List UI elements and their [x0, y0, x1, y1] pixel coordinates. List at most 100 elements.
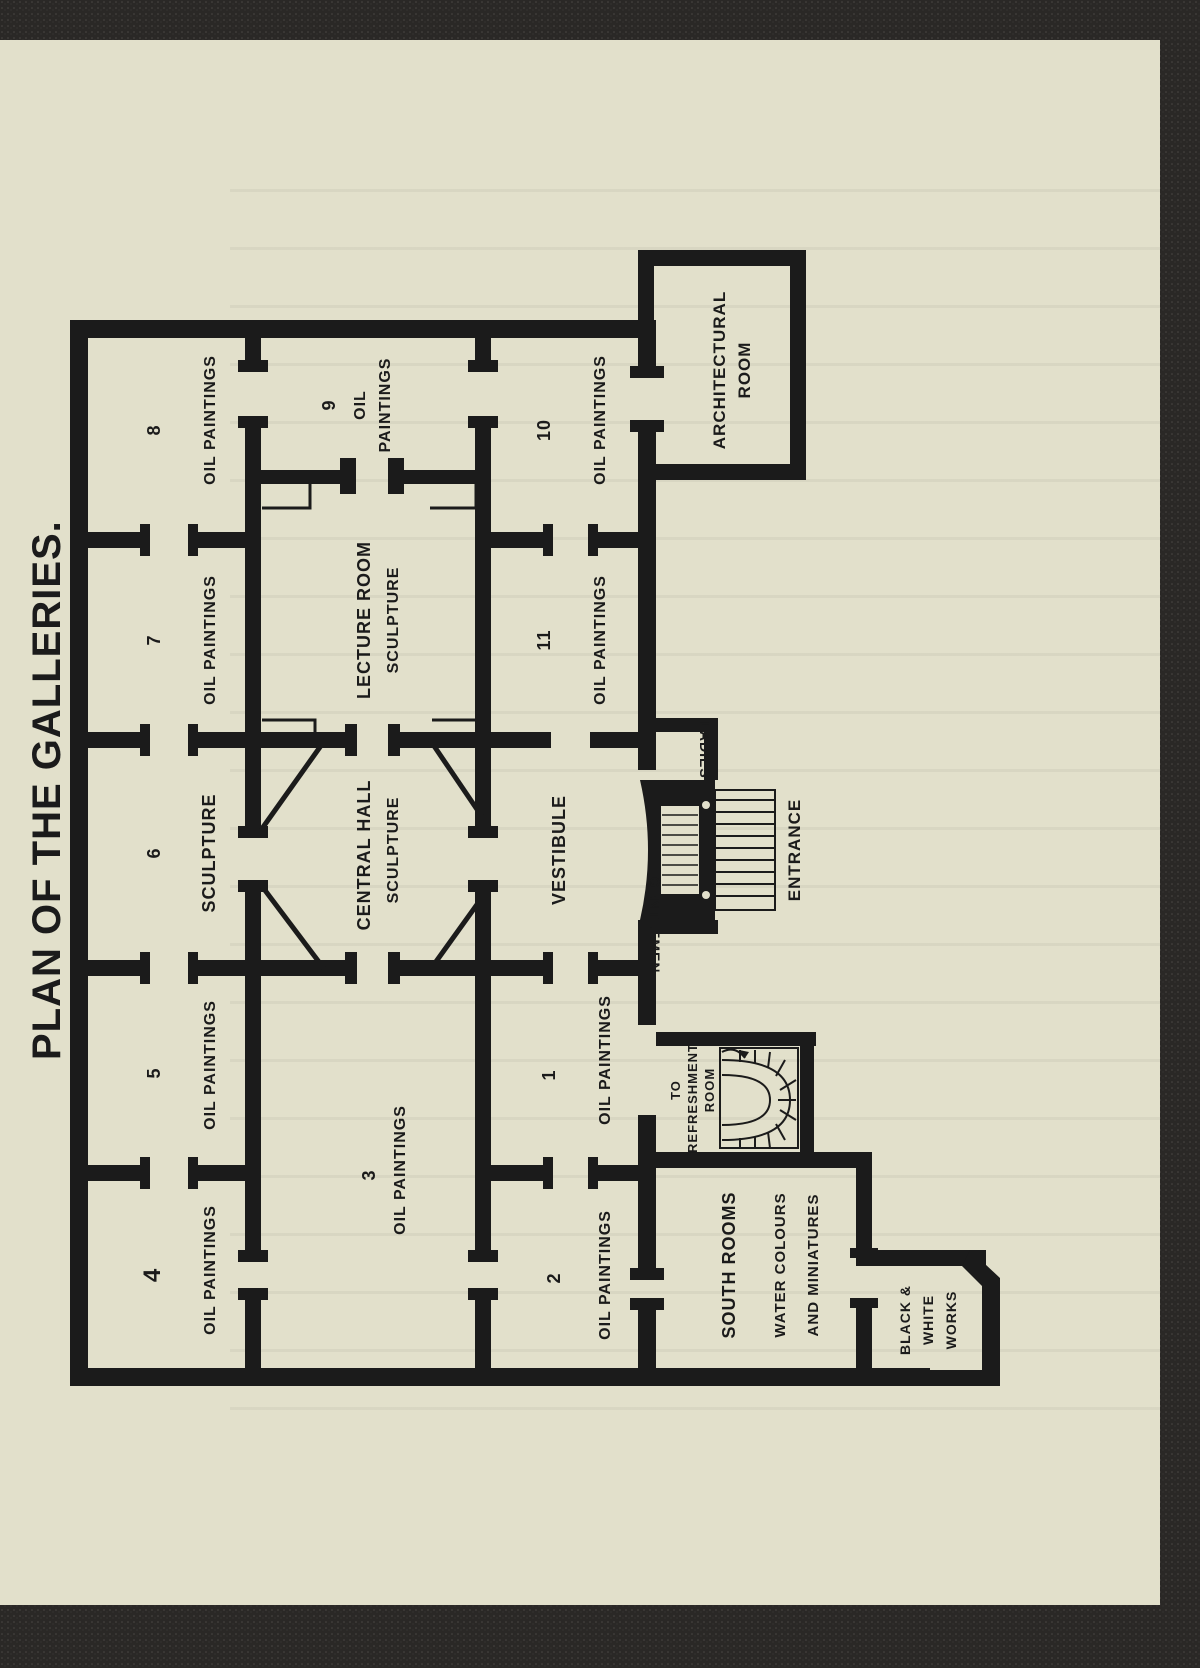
plan-title: PLAN OF THE GALLERIES.	[25, 520, 69, 1060]
bench	[432, 718, 480, 748]
cross-1-2-b	[590, 1165, 638, 1181]
wall-b4	[475, 1290, 491, 1370]
jamb	[543, 952, 553, 984]
room-label: SCULPTURE	[199, 793, 219, 912]
cross-4-5-a	[88, 1165, 148, 1181]
cross-6-7-a	[88, 732, 148, 748]
room-sublabel: AND MINIATURES	[805, 1194, 822, 1337]
cross-7-8-b	[190, 532, 246, 548]
wall-b2	[475, 420, 491, 830]
lecture-wall-top	[261, 470, 356, 484]
refresh-line: TO	[668, 1080, 683, 1100]
entrance-stairs	[638, 718, 776, 934]
bench	[262, 484, 312, 510]
room-label: OIL PAINTINGS	[202, 1205, 219, 1335]
room-sublabel: WATER COLOURS	[772, 1192, 789, 1337]
refresh-wall-top	[656, 1032, 816, 1046]
room-7: 7 OIL PAINTINGS	[144, 575, 219, 705]
jamb	[850, 1298, 878, 1308]
jamb	[468, 1288, 498, 1300]
wall-b3	[475, 885, 491, 1255]
jamb	[140, 952, 150, 984]
cross-vest-1-b	[590, 960, 638, 976]
room-3: 3 OIL PAINTINGS	[359, 1105, 409, 1235]
room-label: CENTRAL HALL	[354, 780, 374, 931]
refreshment-label: TO REFRESHMENT ROOM	[668, 1043, 717, 1153]
screen-diagonal	[427, 883, 494, 972]
wall-right-lower	[638, 1115, 656, 1275]
cross-11-vest-b	[590, 732, 638, 748]
room-label: OIL PAINTINGS	[202, 1000, 219, 1130]
room-1: 1 OIL PAINTINGS	[539, 995, 614, 1125]
room-label: SOUTH ROOMS	[719, 1191, 739, 1338]
paper-sheet	[0, 40, 1160, 1605]
arrow-head-icon	[739, 1050, 749, 1058]
newel-post	[702, 801, 710, 809]
refresh-wall-right	[800, 1032, 814, 1152]
jamb	[630, 1268, 664, 1280]
screen-diagonal	[427, 738, 494, 832]
refresh-line: REFRESHMENT	[685, 1043, 700, 1153]
room-11: 11 OIL PAINTINGS	[534, 575, 609, 705]
screen-diagonal	[258, 738, 328, 832]
jamb	[238, 360, 268, 372]
jamb	[238, 880, 268, 892]
jamb	[340, 458, 356, 494]
room-label: WORKS	[943, 1291, 959, 1350]
bench	[262, 718, 317, 748]
room-4: 4 OIL PAINTINGS	[139, 1205, 219, 1335]
jamb	[238, 1288, 268, 1300]
bw-wall-top	[856, 1250, 986, 1266]
stair-treads	[662, 814, 698, 886]
bw-wall-left	[856, 1300, 872, 1380]
jamb	[543, 524, 553, 556]
room-number: 5	[144, 1067, 164, 1078]
room-number: 2	[544, 1272, 564, 1283]
south-wall-top	[656, 1152, 871, 1168]
scan-top-margin	[0, 0, 1200, 40]
jamb	[345, 724, 357, 756]
room-label: BLACK &	[897, 1285, 913, 1355]
wall-a2	[245, 420, 261, 830]
jamb	[588, 524, 598, 556]
room-number: 11	[534, 629, 554, 650]
room-10: 10 OIL PAINTINGS	[534, 355, 609, 485]
cross-6-7-b	[190, 732, 355, 748]
gentlemen-wall	[638, 920, 718, 934]
jamb	[630, 366, 664, 378]
entrance-steps	[714, 789, 776, 911]
room-label: WHITE	[920, 1295, 936, 1345]
jamb	[140, 1157, 150, 1189]
room-sublabel: SCULPTURE	[385, 797, 402, 904]
jamb	[630, 420, 664, 432]
room-label: VESTIBULE	[549, 795, 569, 905]
bw-wall-curve	[962, 1250, 1000, 1386]
room-label: OIL PAINTINGS	[592, 355, 609, 485]
jamb	[345, 952, 357, 984]
arch-wall-right	[790, 250, 806, 480]
jamb	[388, 724, 400, 756]
jamb	[588, 952, 598, 984]
room-label: OIL PAINTINGS	[202, 355, 219, 485]
room-8: 8 OIL PAINTINGS	[144, 355, 219, 485]
wall-right-mid	[638, 925, 656, 1025]
wall-a4	[245, 1290, 261, 1370]
jamb	[468, 826, 498, 838]
room-5: 5 OIL PAINTINGS	[144, 1000, 219, 1130]
arch-wall-left	[638, 250, 654, 375]
stair-inner	[659, 804, 701, 896]
room-label: PAINTINGS	[377, 358, 394, 453]
cross-5-6-b	[190, 960, 355, 976]
lecture-room: LECTURE ROOM SCULPTURE	[354, 541, 402, 699]
scan-bottom-margin	[0, 1605, 1200, 1668]
south-rooms: SOUTH ROOMS WATER COLOURS AND MINIATURES	[719, 1191, 822, 1338]
wall-right-top	[638, 425, 656, 770]
cross-7-8-a	[88, 532, 148, 548]
screens	[258, 484, 494, 972]
jamb	[850, 1248, 878, 1258]
outer-wall-bottom	[70, 1368, 930, 1386]
jamb	[188, 952, 198, 984]
vestibule: VESTIBULE	[549, 795, 569, 905]
room-number: 1	[539, 1069, 559, 1080]
room-label: ROOM	[735, 342, 754, 399]
